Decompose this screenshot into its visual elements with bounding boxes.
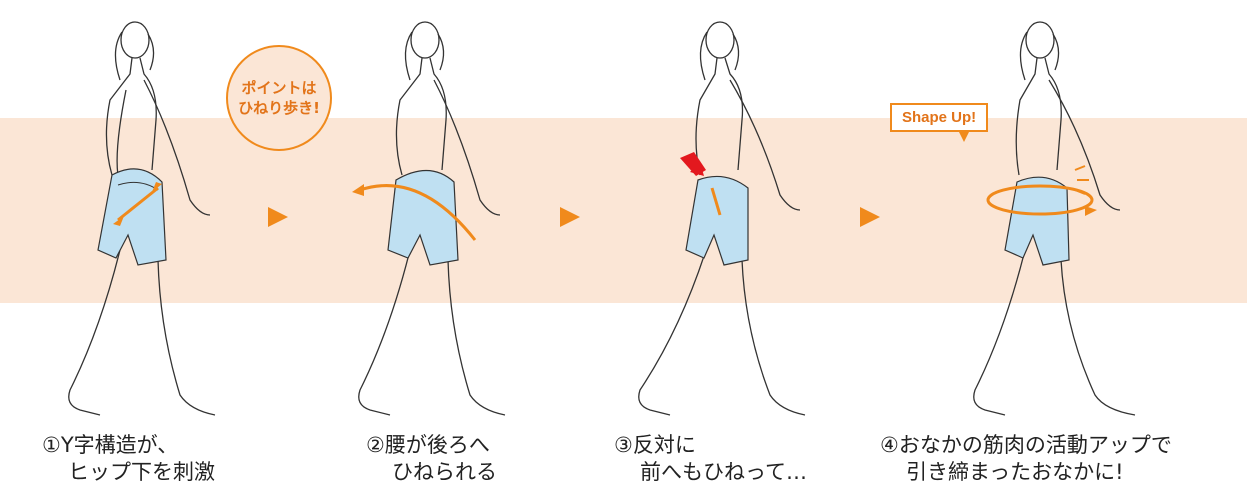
step-caption-1-line1: ①Y字構造が、 <box>42 433 178 457</box>
step-caption-2-line2: ひねられる <box>366 459 497 486</box>
step-caption-4-line2: 引き締まったおなかに! <box>880 459 1172 486</box>
step-caption-3-line1: ③反対に <box>614 433 696 457</box>
tip-badge-line2: ひねり歩き! <box>238 98 320 118</box>
walking-figure-1 <box>40 10 260 430</box>
step-caption-2-line1: ②腰が後ろへ <box>366 433 490 457</box>
step-caption-1: ①Y字構造が、 ヒップ下を刺激 <box>42 432 215 486</box>
tip-badge-line1: ポイントは <box>241 78 316 98</box>
step-caption-2: ②腰が後ろへ ひねられる <box>366 432 497 486</box>
step-caption-3: ③反対に 前へもひねって… <box>614 432 807 486</box>
step-caption-4: ④おなかの筋肉の活動アップで 引き締まったおなかに! <box>880 432 1172 486</box>
step-arrow-3 <box>860 207 880 227</box>
step-caption-3-line2: 前へもひねって… <box>614 459 807 486</box>
walking-figure-3 <box>620 10 840 430</box>
step-arrow-2 <box>560 207 580 227</box>
tip-badge: ポイントは ひねり歩き! <box>226 45 332 151</box>
step-caption-1-line2: ヒップ下を刺激 <box>42 459 215 486</box>
step-caption-4-line1: ④おなかの筋肉の活動アップで <box>880 433 1172 457</box>
shape-up-callout: Shape Up! <box>890 103 988 132</box>
walking-figure-2 <box>330 10 550 430</box>
step-arrow-1 <box>268 207 288 227</box>
walking-figure-4 <box>935 10 1165 430</box>
